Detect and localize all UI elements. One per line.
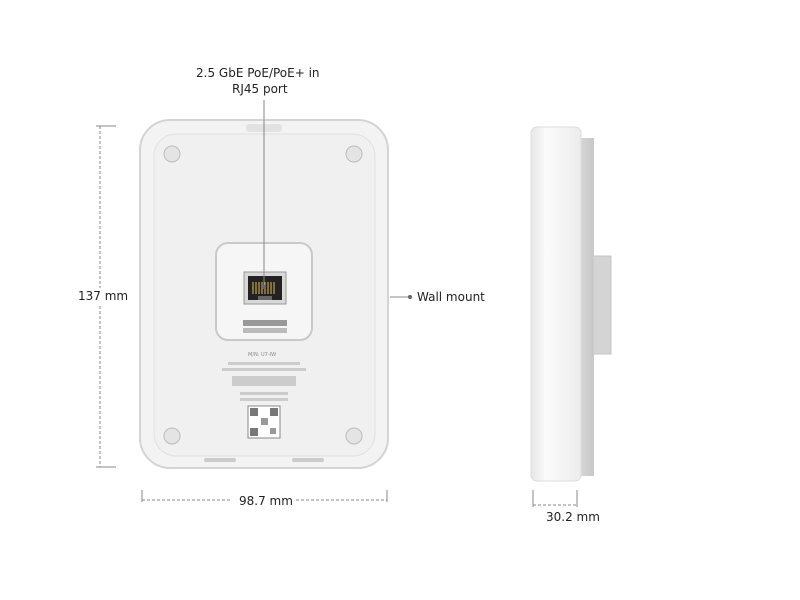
port-callout-line2: RJ45 port xyxy=(232,82,288,96)
screw-hole xyxy=(163,145,181,163)
rj45-port xyxy=(243,271,287,305)
dimension-ticks xyxy=(96,100,578,507)
depth-dimension-label: 30.2 mm xyxy=(546,510,600,524)
screw-hole xyxy=(345,427,363,445)
wall-mount-callout: Wall mount xyxy=(417,290,485,304)
device-side-view xyxy=(530,126,612,482)
regulatory-label xyxy=(222,362,306,401)
height-dimension-label: 137 mm xyxy=(78,289,129,303)
port-callout-line1: 2.5 GbE PoE/PoE+ in xyxy=(196,66,320,80)
model-number: M/N: U7-IW xyxy=(248,352,277,358)
screw-hole xyxy=(345,145,363,163)
width-dimension-label: 98.7 mm xyxy=(239,494,293,508)
qr-code xyxy=(247,405,281,439)
device-back-view xyxy=(139,119,389,469)
screw-hole xyxy=(163,427,181,445)
